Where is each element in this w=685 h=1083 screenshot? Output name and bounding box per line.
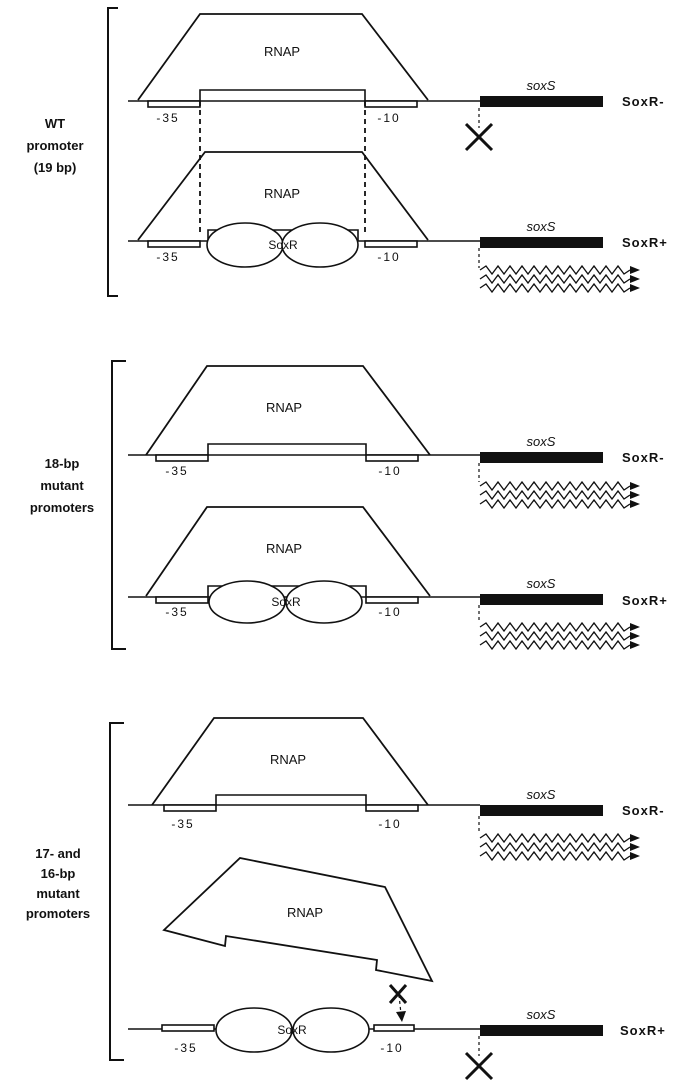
box-35: [161, 1024, 215, 1032]
group-label-wt-2: promoter: [26, 138, 83, 153]
label-35: -35: [165, 464, 188, 478]
box-35: [163, 804, 217, 812]
label-10: -10: [378, 605, 401, 619]
rnap-label: RNAP: [264, 44, 300, 59]
box-35: [147, 100, 201, 108]
group-label-18bp-2: mutant: [40, 478, 84, 493]
status-label: SoxR-: [622, 803, 665, 818]
rnap-shape: [137, 13, 429, 101]
status-label: SoxR+: [622, 593, 668, 608]
contact-arrowhead-icon: [396, 1011, 406, 1022]
label-10: -10: [377, 250, 400, 264]
group-label-17bp-4: promoters: [26, 906, 90, 921]
group-label-17bp-1: 17- and: [35, 846, 81, 861]
soxs-gene-bar: [480, 237, 603, 248]
rnap-label: RNAP: [287, 905, 323, 920]
transcript-arrows: [479, 832, 640, 862]
group-wt: WT promoter (19 bp) RNAP -35 -10 soxS So…: [26, 7, 668, 297]
row-wt-soxr-plus: RNAP SoxR -35 -10 soxS SoxR+: [128, 151, 668, 294]
blocked-x-icon: [464, 122, 494, 152]
soxs-gene-bar: [480, 594, 603, 605]
rnap-label: RNAP: [264, 186, 300, 201]
label-35: -35: [174, 1041, 197, 1055]
row-17bp-soxr-minus: RNAP -35 -10 soxS SoxR-: [128, 717, 665, 862]
box-10: [373, 1024, 415, 1032]
rnap-label: RNAP: [270, 752, 306, 767]
soxr-lobe-right: [281, 222, 359, 268]
transcript-arrows: [479, 264, 640, 294]
spacer-box: [207, 585, 367, 597]
soxr-label: SoxR: [277, 1023, 307, 1037]
group-17-16bp: 17- and 16-bp mutant promoters RNAP -35 …: [26, 717, 666, 1081]
box-10: [365, 804, 419, 812]
soxs-gene-bar: [480, 805, 603, 816]
status-label: SoxR+: [620, 1023, 666, 1038]
rnap-shape: [145, 365, 431, 456]
box-35: [155, 596, 209, 604]
label-35: -35: [171, 817, 194, 831]
soxr-label: SoxR: [268, 238, 298, 252]
soxr-lobe-right: [292, 1007, 370, 1053]
box-10: [364, 240, 418, 248]
bracket-17-16bp: [109, 722, 124, 1061]
group-label-17bp-3: mutant: [36, 886, 80, 901]
soxr-lobe-left: [208, 580, 286, 624]
blocked-x-icon: [464, 1051, 494, 1081]
status-label: SoxR-: [622, 94, 665, 109]
spacer-box: [207, 443, 367, 455]
box-35: [147, 240, 201, 248]
group-label-wt-1: WT: [45, 116, 65, 131]
row-wt-soxr-minus: RNAP -35 -10 soxS SoxR-: [128, 13, 665, 152]
rnap-label: RNAP: [266, 400, 302, 415]
gene-label: soxS: [527, 434, 556, 449]
row-17bp-soxr-plus: RNAP SoxR -35 -10 soxS SoxR+: [128, 857, 666, 1081]
label-35: -35: [156, 111, 179, 125]
spacer-box: [199, 89, 366, 101]
soxs-gene-bar: [480, 452, 603, 463]
rnap-shape: [137, 151, 429, 241]
group-label-wt-3: (19 bp): [34, 160, 77, 175]
rnap-shape: [145, 506, 431, 597]
label-10: -10: [377, 111, 400, 125]
bracket-18bp: [111, 360, 126, 650]
blocked-contact-x-icon: [388, 984, 408, 1004]
gene-label: soxS: [527, 78, 556, 93]
bracket-wt: [107, 7, 118, 297]
rnap-shape-tilted: [162, 857, 434, 983]
rnap-shape: [151, 717, 429, 806]
label-10: -10: [378, 464, 401, 478]
spacer-box: [215, 794, 367, 805]
box-10: [365, 596, 419, 604]
rnap-label: RNAP: [266, 541, 302, 556]
status-label: SoxR+: [622, 235, 668, 250]
label-35: -35: [165, 605, 188, 619]
gene-label: soxS: [527, 787, 556, 802]
group-18bp: 18-bp mutant promoters RNAP -35 -10 soxS…: [30, 360, 668, 651]
status-label: SoxR-: [622, 450, 665, 465]
soxr-lobe-left: [215, 1007, 293, 1053]
soxs-gene-bar: [480, 96, 603, 107]
group-label-17bp-2: 16-bp: [41, 866, 76, 881]
group-label-18bp-3: promoters: [30, 500, 94, 515]
row-18bp-soxr-minus: RNAP -35 -10 soxS SoxR-: [128, 365, 665, 510]
label-10: -10: [378, 817, 401, 831]
soxr-lobe-right: [285, 580, 363, 624]
group-label-18bp-1: 18-bp: [45, 456, 80, 471]
spacer-box: [207, 229, 359, 241]
box-10: [365, 454, 419, 462]
label-10: -10: [380, 1041, 403, 1055]
row-18bp-soxr-plus: RNAP SoxR -35 -10 soxS SoxR+: [128, 506, 668, 651]
soxr-label: SoxR: [271, 595, 301, 609]
gene-label: soxS: [527, 576, 556, 591]
box-10: [364, 100, 418, 108]
gene-label: soxS: [527, 1007, 556, 1022]
box-35: [155, 454, 209, 462]
transcript-arrows: [479, 621, 640, 651]
soxs-gene-bar: [480, 1025, 603, 1036]
gene-label: soxS: [527, 219, 556, 234]
label-35: -35: [156, 250, 179, 264]
transcript-arrows: [479, 480, 640, 510]
